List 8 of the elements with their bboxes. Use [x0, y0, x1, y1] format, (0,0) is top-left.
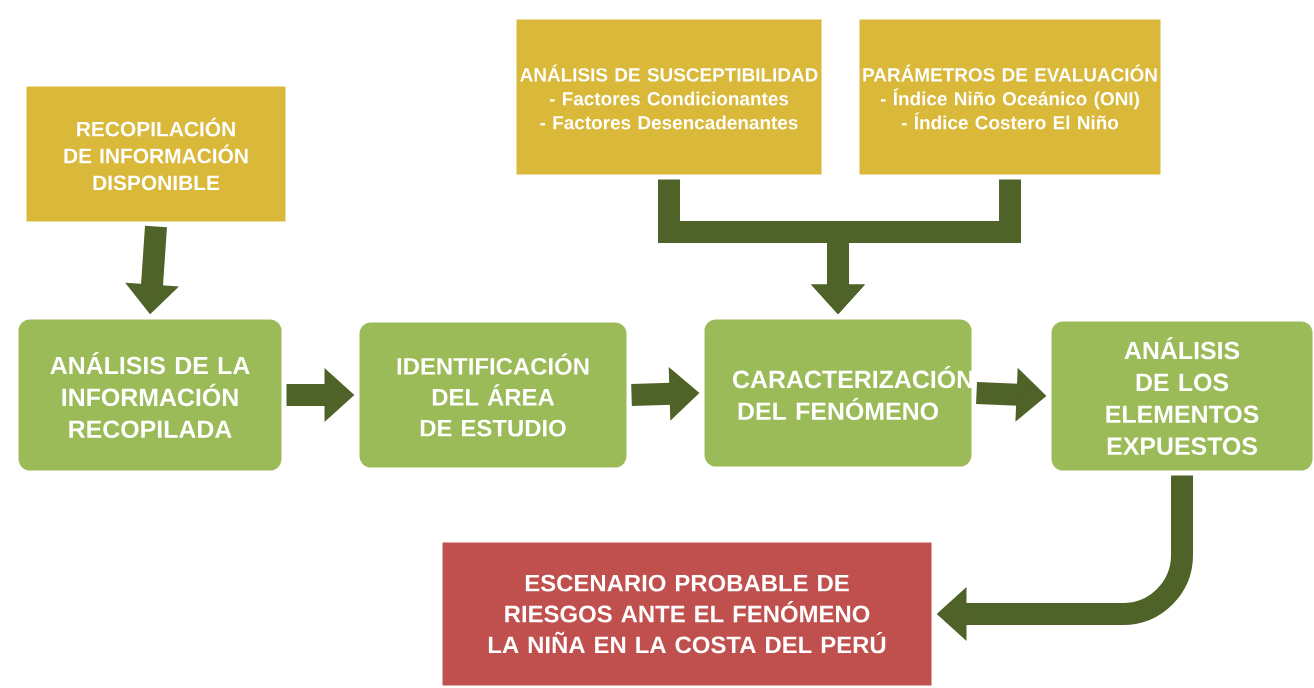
process-box: ANÁLISIS DE LA INFORMACIÓN RECOPILADA	[13, 314, 287, 476]
process-box: ANÁLISIS DE LOS ELEMENTOS EXPUESTOS	[1046, 316, 1314, 476]
process-box: ANÁLISIS DE SUSCEPTIBILIDAD - Factores Condicionantes - Factores Desencadenantes	[511, 14, 827, 180]
process-box: CARACTERIZACIÓN DEL FENÓMENO	[699, 314, 977, 472]
process-box: RECOPILACIÓN DE INFORMACIÓN DISPONIBLE	[21, 81, 291, 227]
process-box: PARÁMETROS DE EVALUACIÓN - Índice Niño Oceánico (ONI) - Índice Costero El Niño	[854, 14, 1166, 180]
result-box: ESCENARIO PROBABLE DE RIESGOS ANTE EL FENÓMENO LA NIÑA EN LA COSTA DEL PERÚ	[437, 537, 937, 688]
process-box: IDENTIFICACIÓN DEL ÁREA DE ESTUDIO	[354, 317, 632, 473]
